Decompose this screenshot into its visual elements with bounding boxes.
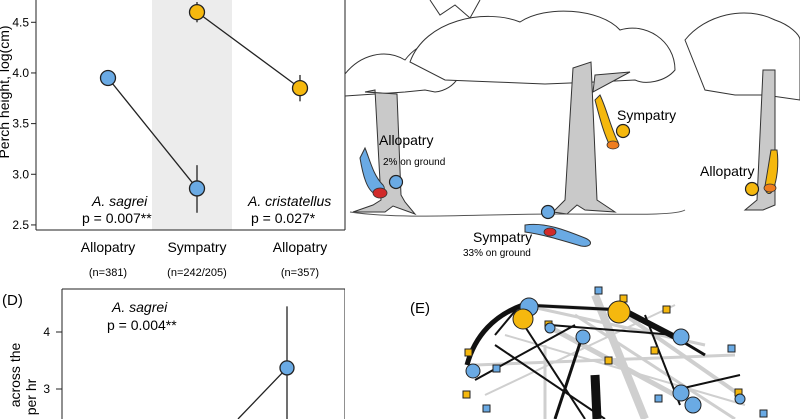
node-square [492, 364, 501, 373]
data-point [188, 4, 206, 21]
panel-d-marks [237, 306, 295, 419]
node-square [727, 344, 736, 353]
lizard-sagrei-ground [524, 223, 591, 247]
y-tick-label: 3 [43, 382, 50, 396]
label-sympatry-tree: Sympatry [617, 107, 676, 123]
y-tick-label: 4 [43, 325, 50, 339]
node-circle [684, 396, 702, 414]
x-label-allopatry-left: Allopatry [81, 239, 135, 255]
node-circle [512, 308, 534, 330]
panel-d-ylabel-fragment-1: across the [7, 342, 23, 407]
y-tick-label: 2.5 [12, 218, 29, 232]
node-circle [465, 363, 481, 379]
data-point [291, 79, 309, 97]
pvalue-sagrei: p = 0.007** [82, 210, 152, 226]
panel-d-pvalue: p = 0.004** [107, 317, 177, 333]
node-square [662, 305, 671, 314]
tree-right [684, 12, 800, 211]
y-axis-ticks: 2.5 3.0 3.5 4.0 4.5 [12, 15, 36, 232]
node-circle [575, 329, 591, 345]
y-axis-label: Perch height, log(cm) [0, 25, 12, 158]
panel-d-y-ticks: 34 [43, 325, 62, 396]
panel-d-species: A. sagrei [111, 299, 168, 315]
node-square [759, 409, 768, 418]
note-sympatry-ground: 33% on ground [463, 248, 531, 259]
node-square [464, 348, 473, 357]
tree-middle [409, 0, 676, 215]
lizard-cristatellus-right [763, 149, 779, 194]
x-label-sympatry: Sympatry [167, 239, 226, 255]
chart-marks [99, 2, 309, 213]
pvalue-cristatellus: p = 0.027* [251, 210, 316, 226]
label-sympatry-ground: Sympatry [473, 229, 532, 245]
data-point [188, 180, 206, 197]
marker-sympatry-cristatellus [615, 123, 631, 139]
marker-sympatry-sagrei [540, 204, 556, 220]
marker-allopatry-cristatellus [744, 181, 760, 197]
panel-d-chart: (D) across the per hr 34 A. sagrei p = 0… [2, 288, 345, 419]
series-connector [196, 11, 301, 89]
node-square [594, 286, 603, 295]
node-square [462, 390, 471, 399]
series-connector [237, 367, 288, 419]
y-tick-label: 4.5 [12, 15, 29, 29]
network-nodes [462, 286, 768, 418]
node-circle [544, 322, 556, 334]
habitat-illustration: Allopatry 2% on ground Sympatry 33% on g… [345, 0, 800, 259]
panel-d-label: (D) [2, 292, 23, 309]
y-tick-label: 4.0 [12, 66, 29, 80]
species-label-sagrei: A. sagrei [91, 193, 148, 209]
marker-allopatry-sagrei [388, 174, 404, 190]
node-circle [734, 393, 746, 405]
count-allopatry-left: (n=381) [89, 267, 127, 279]
lizard-sagrei-trunk [359, 146, 388, 199]
panel-e-network: (E) [410, 286, 768, 419]
perch-height-chart: 2.5 3.0 3.5 4.0 4.5 Perch height, log(cm) A.… [0, 0, 346, 279]
sympatry-shading [152, 0, 232, 230]
note-allopatry-sagrei: 2% on ground [383, 157, 445, 168]
data-point [99, 69, 117, 87]
series-connector [107, 77, 198, 189]
node-circle [672, 384, 690, 402]
count-allopatry-right: (n=357) [281, 267, 319, 279]
x-label-allopatry-right: Allopatry [273, 239, 327, 255]
panel-d-ylabel-fragment-2: per hr [23, 378, 39, 415]
count-sympatry: (n=242/205) [167, 267, 227, 279]
node-circle [607, 300, 631, 324]
panel-e-label: (E) [410, 300, 430, 317]
ground-line [349, 209, 686, 217]
data-point [279, 360, 295, 376]
species-label-cristatellus: A. cristatellus [247, 193, 331, 209]
node-square [650, 346, 659, 355]
node-square [482, 404, 491, 413]
label-allopatry-right: Allopatry [700, 163, 754, 179]
lizard-cristatellus-tree [594, 94, 620, 150]
label-allopatry-sagrei: Allopatry [379, 132, 433, 148]
y-tick-label: 3.5 [12, 117, 29, 131]
node-square [604, 356, 613, 365]
node-circle [672, 328, 690, 346]
y-tick-label: 3.0 [12, 167, 29, 181]
node-square [654, 394, 663, 403]
